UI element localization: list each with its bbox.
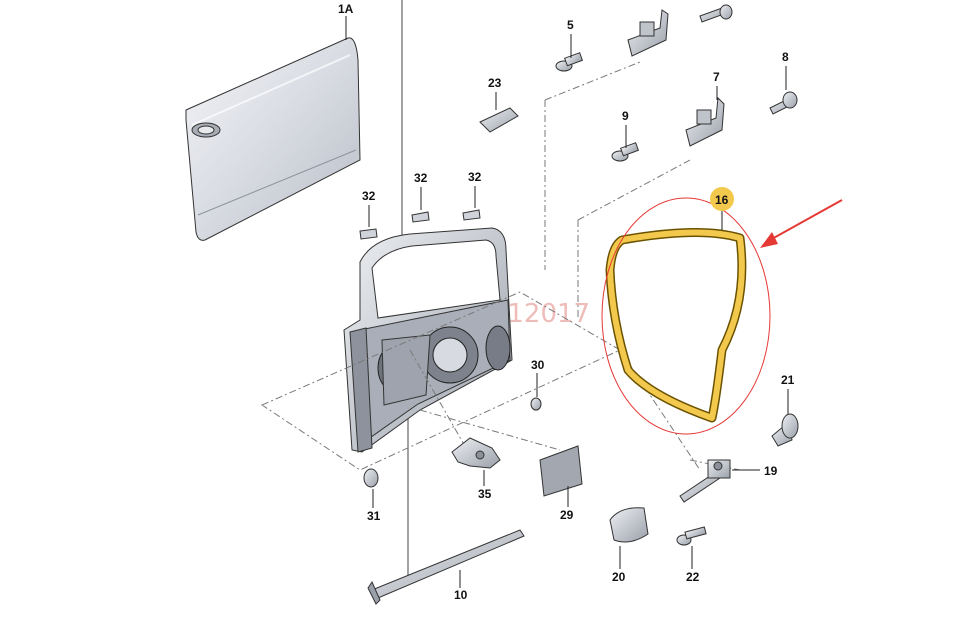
seal-highlight-ellipse (601, 197, 771, 435)
label-bolt-9: 9 (622, 109, 629, 123)
clip-part (479, 107, 519, 133)
red-arrow-icon (760, 199, 843, 248)
pad-part-a (359, 228, 378, 240)
plug-part-31 (363, 468, 379, 488)
bolt-part-9 (611, 142, 640, 162)
bolt-part-top-right (699, 4, 733, 23)
foil-part-29 (539, 445, 583, 497)
label-bolt-5: 5 (567, 18, 574, 32)
label-door-outer-panel: 1A (338, 2, 354, 16)
label-bolt-8: 8 (782, 50, 789, 64)
check-strap-part-19 (679, 459, 731, 503)
plug-part-30 (530, 397, 542, 411)
label-pad-b: 32 (414, 171, 428, 185)
label-cover-20: 20 (612, 570, 626, 584)
bolt-part-22 (676, 526, 707, 546)
stopper-part-21 (771, 413, 799, 447)
pad-part-b (411, 211, 430, 223)
strip-part-10 (367, 529, 525, 605)
bracket-part-35 (451, 437, 501, 469)
label-bolt-22: 22 (686, 570, 700, 584)
label-plug-30: 30 (531, 358, 545, 372)
label-foil-29: 29 (560, 508, 574, 522)
door-seal (605, 227, 747, 423)
label-plug-31: 31 (367, 509, 381, 523)
pad-part-c (462, 209, 481, 221)
cover-part-20 (609, 507, 649, 543)
label-clip-part: 23 (488, 76, 502, 90)
label-hinge-7: 7 (713, 70, 720, 84)
label-pad-a: 32 (362, 189, 376, 203)
bolt-part-5 (555, 52, 584, 72)
hinge-part-7 (685, 96, 725, 147)
door-inner-frame (343, 227, 513, 453)
label-seal: 16 (715, 193, 729, 207)
label-strip-10: 10 (454, 588, 468, 602)
seal-number-badge (710, 187, 734, 211)
label-bracket-35: 35 (478, 487, 492, 501)
label-check-strap-19: 19 (764, 464, 778, 478)
label-pad-c: 32 (468, 170, 482, 184)
bolt-part-8 (769, 91, 798, 115)
label-stopper-21: 21 (781, 373, 795, 387)
hinge-part-top (627, 9, 669, 57)
door-outer-panel (185, 37, 361, 241)
